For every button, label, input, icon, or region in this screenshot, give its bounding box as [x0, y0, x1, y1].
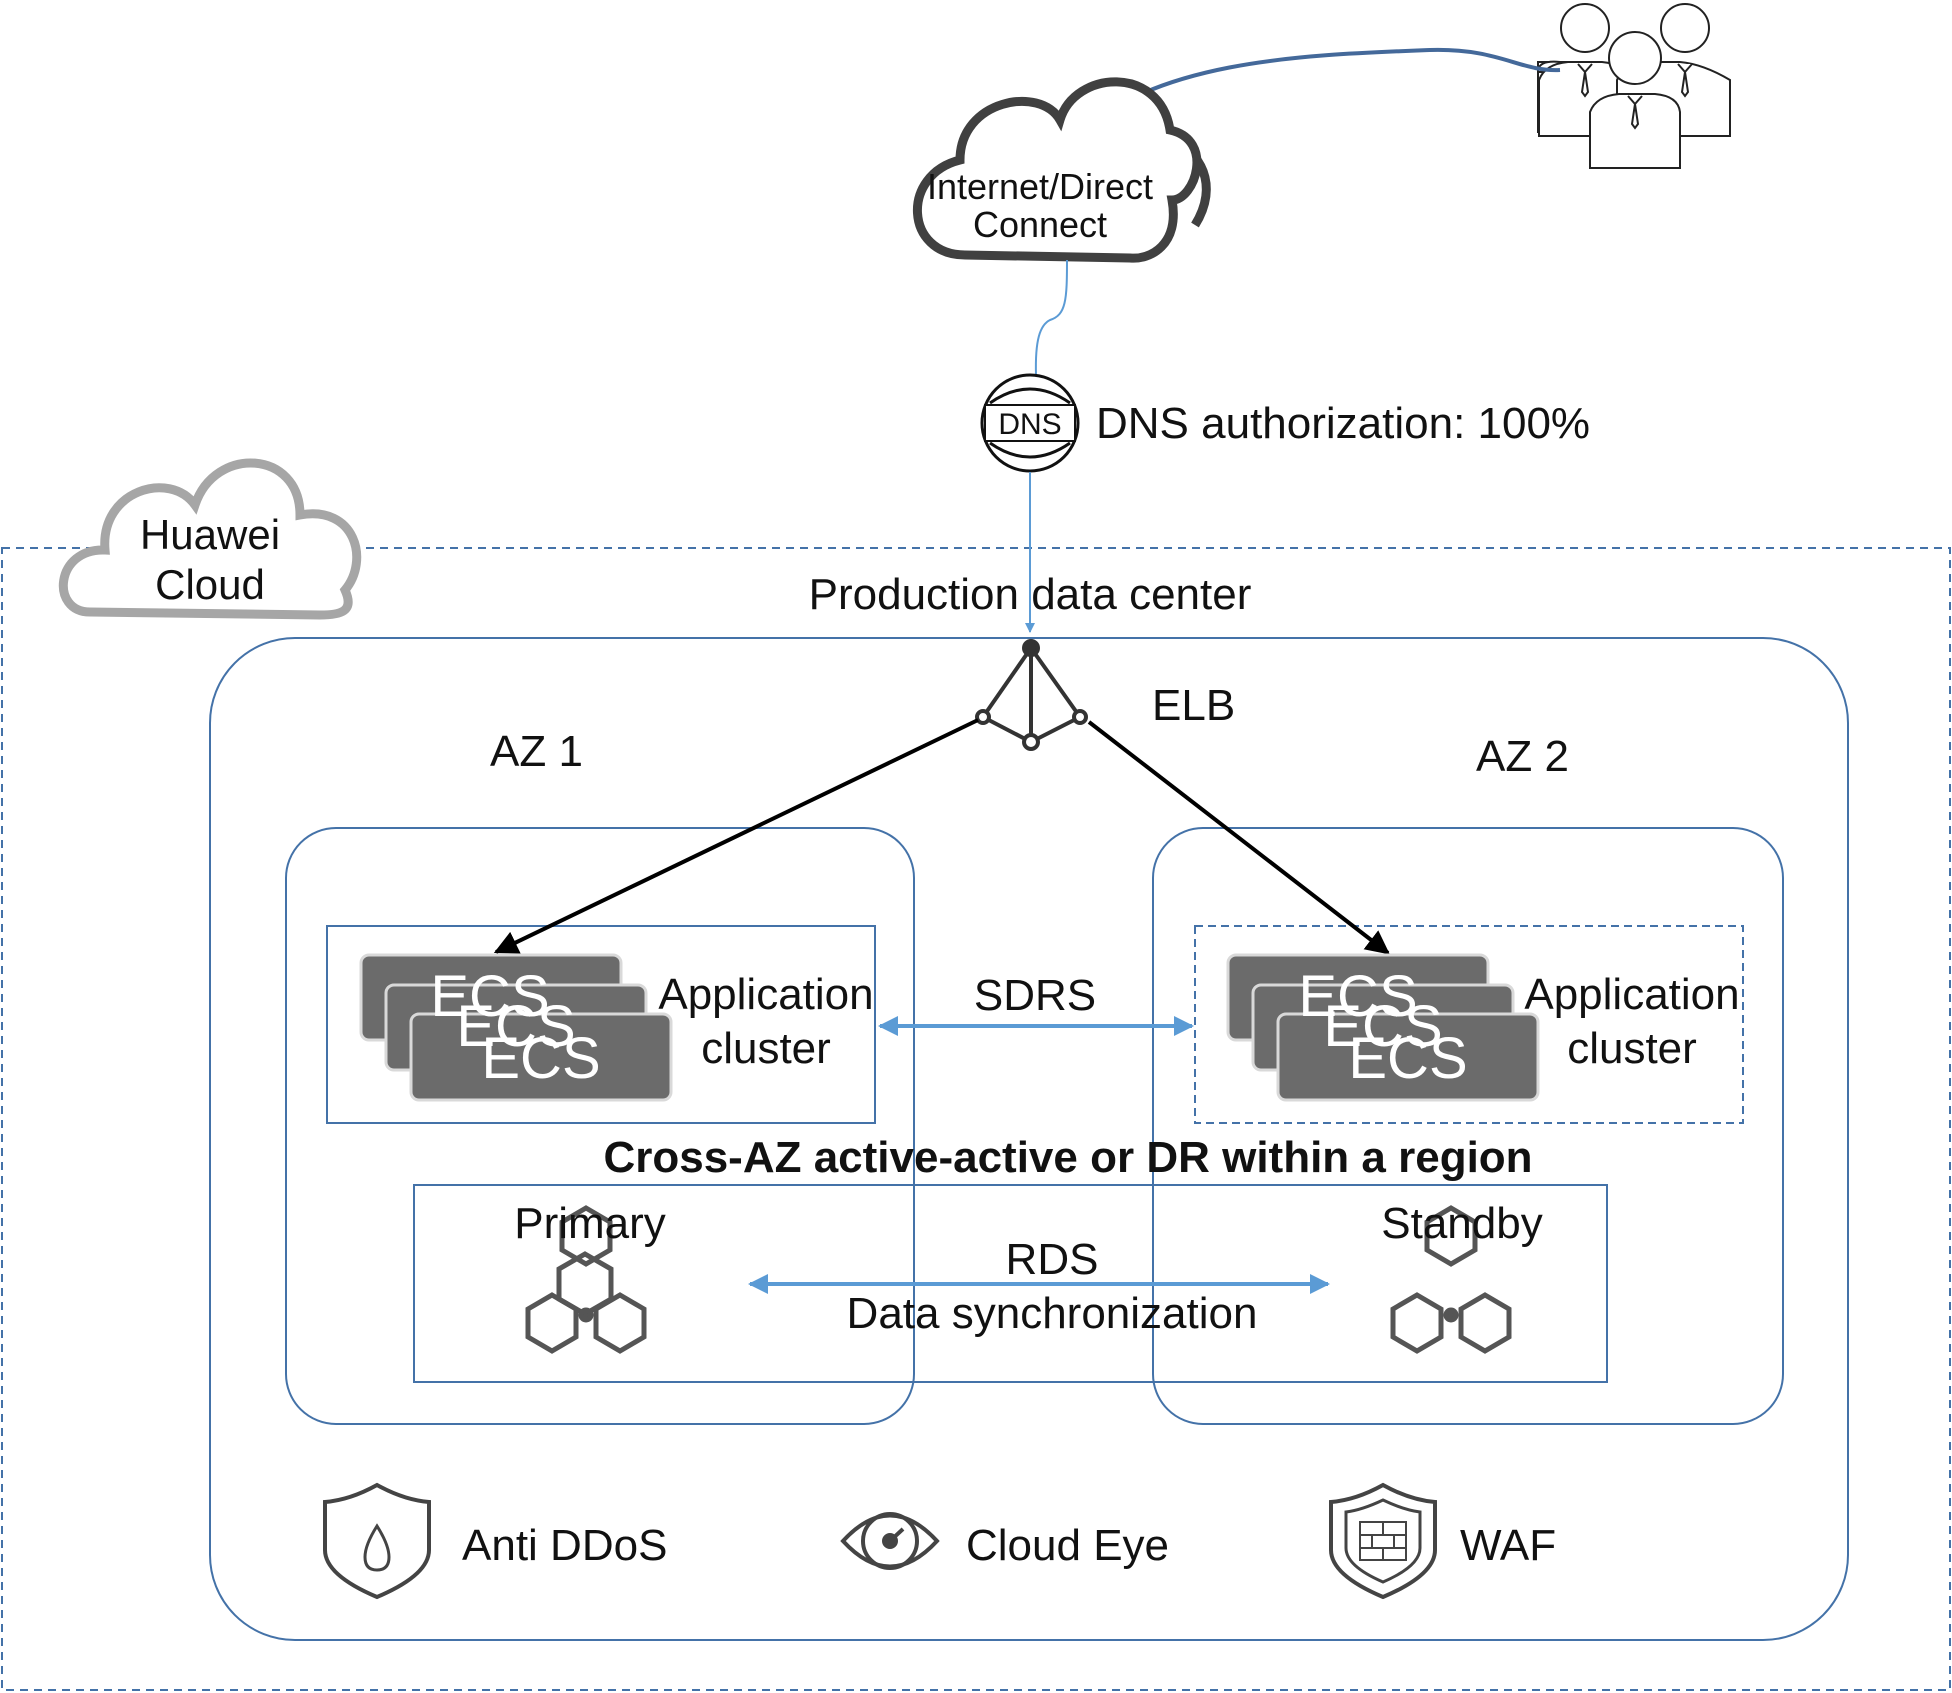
- az2-cluster-line1: Application: [1524, 970, 1740, 1019]
- elb-az1-arrow: [493, 718, 979, 954]
- az1-cluster-box: [326, 925, 876, 1124]
- rds-primary-label: Primary: [514, 1199, 666, 1248]
- cloud-eye-label: Cloud Eye: [966, 1521, 1170, 1570]
- az2-ecs-stack: [1226, 953, 1540, 1102]
- az2-title: AZ 2: [1476, 732, 1569, 781]
- elb-label: ELB: [1152, 681, 1236, 730]
- production-datacenter-title: Production data center: [808, 570, 1252, 619]
- az2-ecs-label-front: ECS: [1348, 1026, 1468, 1091]
- shield-firewall-icon: [1329, 1482, 1437, 1600]
- rds-standby-label: Standby: [1381, 1199, 1543, 1248]
- internet-label-line2: Connect: [972, 204, 1108, 245]
- huawei-cloud-icon: [58, 458, 362, 620]
- az1-ecs-label-back: ECS: [430, 964, 550, 1029]
- eye-gauge-icon: [840, 1512, 940, 1570]
- internet-label-line1: Internet/Direct: [926, 166, 1154, 207]
- az1-title: AZ 1: [490, 727, 583, 776]
- rds-label: RDS: [1005, 1235, 1099, 1284]
- rds-sync-label: Data synchronization: [846, 1289, 1258, 1338]
- az2-ecs-label-mid: ECS: [1323, 994, 1443, 1059]
- huawei-cloud-line2: Cloud: [155, 561, 265, 608]
- az1-ecs-label-mid: ECS: [456, 994, 576, 1059]
- az2-ecs-label-back: ECS: [1298, 964, 1418, 1029]
- az1-box: [285, 827, 915, 1425]
- huawei-cloud-label: Huawei Cloud: [140, 510, 280, 610]
- az2-box: [1152, 827, 1784, 1425]
- az1-cluster-line1: Application: [658, 970, 874, 1019]
- elb-icon: [975, 639, 1088, 751]
- rds-box: [413, 1184, 1608, 1383]
- az1-ecs-stack: [359, 953, 673, 1102]
- dns-icon-text: DNS: [998, 408, 1062, 441]
- cross-az-title: Cross-AZ active-active or DR within a re…: [603, 1133, 1533, 1182]
- users-icon: [1537, 3, 1731, 169]
- elb-az2-arrow: [1087, 720, 1390, 955]
- huawei-cloud-region: [1, 547, 1951, 1691]
- dns-icon: [980, 373, 1080, 473]
- huawei-cloud-line1: Huawei: [139, 511, 281, 558]
- sdrs-label: SDRS: [973, 971, 1097, 1020]
- cloud-dns-line: [1034, 259, 1068, 376]
- az2-cluster-box: [1194, 925, 1744, 1124]
- internet-cloud-icon: [912, 77, 1211, 263]
- production-datacenter-box: [209, 637, 1849, 1641]
- az1-cluster-label: Application cluster: [658, 968, 873, 1076]
- anti-ddos-label: Anti DDoS: [462, 1521, 668, 1570]
- rds-standby-icon: [1390, 1205, 1512, 1354]
- rds-primary-icon: [525, 1205, 647, 1354]
- az1-cluster-line2: cluster: [701, 1024, 831, 1073]
- az2-cluster-label: Application cluster: [1524, 968, 1739, 1076]
- shield-drop-icon: [323, 1482, 431, 1600]
- waf-label: WAF: [1460, 1521, 1557, 1570]
- internet-cloud-label: Internet/Direct Connect: [927, 168, 1153, 244]
- dns-authorization-label: DNS authorization: 100%: [1096, 399, 1591, 448]
- az2-cluster-line2: cluster: [1567, 1024, 1697, 1073]
- az1-ecs-label-front: ECS: [481, 1026, 601, 1091]
